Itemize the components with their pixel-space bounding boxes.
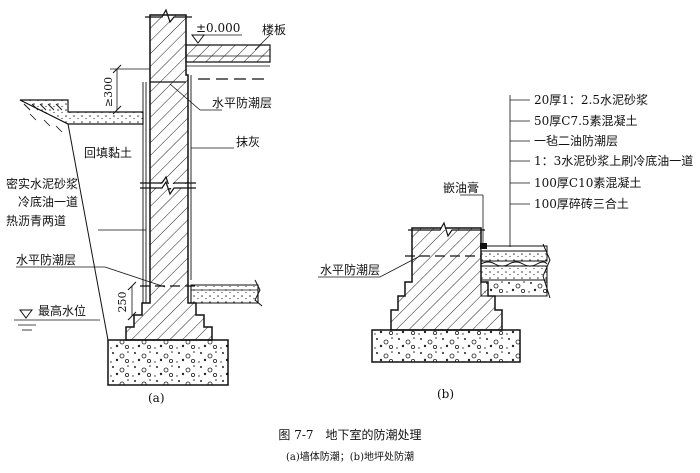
leader-dpc-b-2	[379, 255, 421, 278]
footing-a	[107, 339, 229, 386]
dim-tick	[112, 64, 122, 74]
layer-label-3: 一毡二油防潮层	[534, 133, 618, 148]
dim-tick	[127, 311, 137, 321]
coating-label-3: 热沥青两道	[6, 214, 66, 228]
sealant-label: 嵌油膏	[443, 180, 479, 195]
layer-mortar	[480, 245, 548, 252]
floor-break	[254, 279, 263, 307]
layer-brick-rubble	[480, 279, 548, 297]
layer-felt-dpc	[480, 261, 548, 267]
layer-concrete-c10	[480, 265, 548, 281]
break-mark-mid	[140, 175, 196, 191]
figure-caption: 图 7-7 地下室的防潮处理	[278, 427, 421, 442]
backfill-label: 回填黏土	[84, 146, 132, 160]
diagram-b-label: (b)	[437, 387, 454, 401]
break-gap	[151, 184, 187, 188]
dpc-b-label: 水平防潮层	[320, 262, 380, 277]
basement-floor-a	[190, 284, 259, 304]
layer-label-2: 50厚C7.5素混凝土	[534, 113, 638, 128]
figure-subcaption: (a)墙体防潮；(b)地坪处防潮	[286, 450, 414, 463]
diagram-a-label: (a)	[148, 391, 165, 405]
break-mark-mid-2	[140, 180, 196, 196]
diagram-a: ≥300 250 ±0.000 楼板 水平防潮层 抹灰 回填黏土 密实水泥砂浆 …	[6, 8, 286, 405]
soil-hatch	[23, 103, 63, 111]
layer-label-6: 100厚碎砖三合土	[534, 196, 629, 211]
leader-dpc-top	[169, 83, 201, 111]
dim-tick	[127, 281, 137, 291]
break-mark-b-right	[542, 243, 551, 299]
dim-tick	[112, 105, 122, 115]
diagram-b: 20厚1：2.5水泥砂浆 50厚C7.5素混凝土 一毡二油防潮层 1：3水泥砂浆…	[318, 92, 693, 401]
coating-label-1: 密实水泥砂浆	[6, 176, 78, 191]
layer-label-5: 100厚C10素混凝土	[534, 175, 641, 190]
layer-concrete-c75	[480, 250, 548, 262]
break-mark-top	[145, 8, 192, 24]
elevation-marker	[191, 34, 205, 44]
break-mark-b	[408, 221, 485, 238]
layer-label-4: 1：3水泥砂浆上刷冷底油一道	[534, 153, 693, 168]
water-level-label: 最高水位	[38, 303, 86, 318]
backfill-slope	[67, 123, 109, 341]
coating-label-2: 冷底油一道	[18, 194, 78, 209]
elevation-label: ±0.000	[196, 21, 240, 35]
footing-b	[371, 329, 521, 363]
plaster-label: 抹灰	[236, 135, 260, 149]
dim-250-label: 250	[116, 292, 129, 313]
floor-slab-label: 楼板	[262, 22, 286, 37]
layer-label-1: 20厚1：2.5水泥砂浆	[534, 92, 648, 107]
leader-dpc-bottom-2	[104, 266, 166, 288]
dpc-top-label: 水平防潮层	[212, 95, 272, 110]
water-level-marker	[19, 309, 33, 319]
dpc-bottom-label: 水平防潮层	[16, 252, 76, 267]
ground-surface-a	[19, 99, 144, 125]
sealant-block	[480, 243, 487, 249]
dim-300-label: ≥300	[102, 77, 115, 107]
wall-a	[125, 14, 213, 341]
leader-floor-slab	[254, 34, 271, 51]
soil-hatch	[29, 113, 63, 133]
